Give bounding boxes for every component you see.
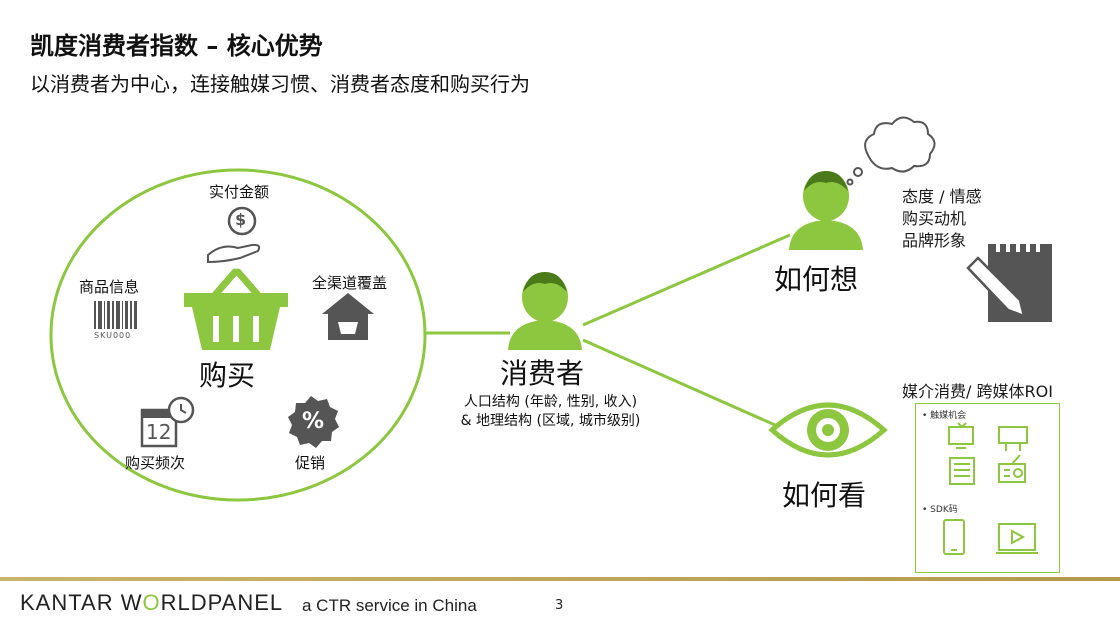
percent-badge-icon: [288, 396, 339, 448]
calendar-number: 12: [146, 420, 172, 444]
connector-line-see: [582, 338, 776, 427]
page-number: 3: [555, 598, 564, 613]
consumer-label: 消费者: [500, 357, 585, 390]
person-icon: [508, 272, 582, 350]
attitude-item: 品牌形象: [902, 231, 967, 250]
diagram-canvas: [49, 116, 1052, 555]
brand-text-2: O: [142, 590, 161, 615]
tv-icon: [948, 422, 974, 449]
dollar-hand-icon: [207, 206, 261, 264]
attitude-list: 态度 / 情感 购买动机 品牌形象: [902, 186, 982, 252]
dollar-symbol: $: [235, 210, 247, 229]
brand-text-1: KANTAR W: [20, 590, 143, 615]
barcode-icon: [94, 301, 137, 329]
product-label: 商品信息: [79, 278, 140, 296]
media-section-sdk: • SDK码: [922, 505, 958, 515]
eye-icon: [768, 402, 888, 458]
media-title: 媒介消费/ 跨媒体ROI: [902, 382, 1053, 401]
store-icon: [322, 293, 374, 340]
outdoor-board-icon: [998, 426, 1028, 451]
amount-label: 实付金额: [209, 183, 270, 201]
page-title: 凯度消费者指数 – 核心优势: [30, 32, 323, 60]
page-subtitle: 以消费者为中心，连接触媒习惯、消费者态度和购买行为: [30, 72, 530, 96]
brand-tagline: a CTR service in China: [302, 596, 477, 615]
attitude-item: 态度 / 情感: [902, 187, 982, 206]
brand-logo: KANTAR WORLDPANEL: [20, 590, 283, 616]
frequency-label: 购买频次: [125, 454, 186, 472]
brand-text-3: RLDPANEL: [160, 590, 284, 615]
attitude-item: 购买动机: [902, 209, 967, 228]
video-player-icon: [996, 523, 1038, 554]
barcode-text: SKU000: [94, 331, 132, 340]
mobile-icon: [943, 519, 965, 555]
basket-icon: [184, 268, 288, 350]
see-label: 如何看: [782, 479, 867, 512]
consumer-description: 人口结构 (年龄, 性别, 收入) & 地理结构 (区域, 城市级别): [460, 394, 641, 429]
calendar-clock-icon: [140, 396, 195, 448]
radio-icon: [998, 454, 1026, 483]
notepad-pen-icon: [966, 238, 1052, 322]
connector-line-think: [582, 233, 791, 327]
purchase-circle: [49, 168, 427, 502]
purchase-label: 购买: [199, 359, 256, 392]
thought-cloud-icon: [846, 116, 936, 186]
percent-symbol: %: [302, 409, 325, 434]
media-box: • 触媒机会 • SDK码: [915, 403, 1060, 573]
think-label: 如何想: [774, 263, 859, 296]
promotion-label: 促销: [295, 454, 326, 472]
channel-label: 全渠道覆盖: [312, 274, 388, 292]
footer-divider: [0, 577, 1120, 581]
media-section-touchpoints: • 触媒机会: [922, 411, 967, 421]
person-think-icon: [789, 171, 863, 250]
newspaper-icon: [949, 457, 975, 485]
